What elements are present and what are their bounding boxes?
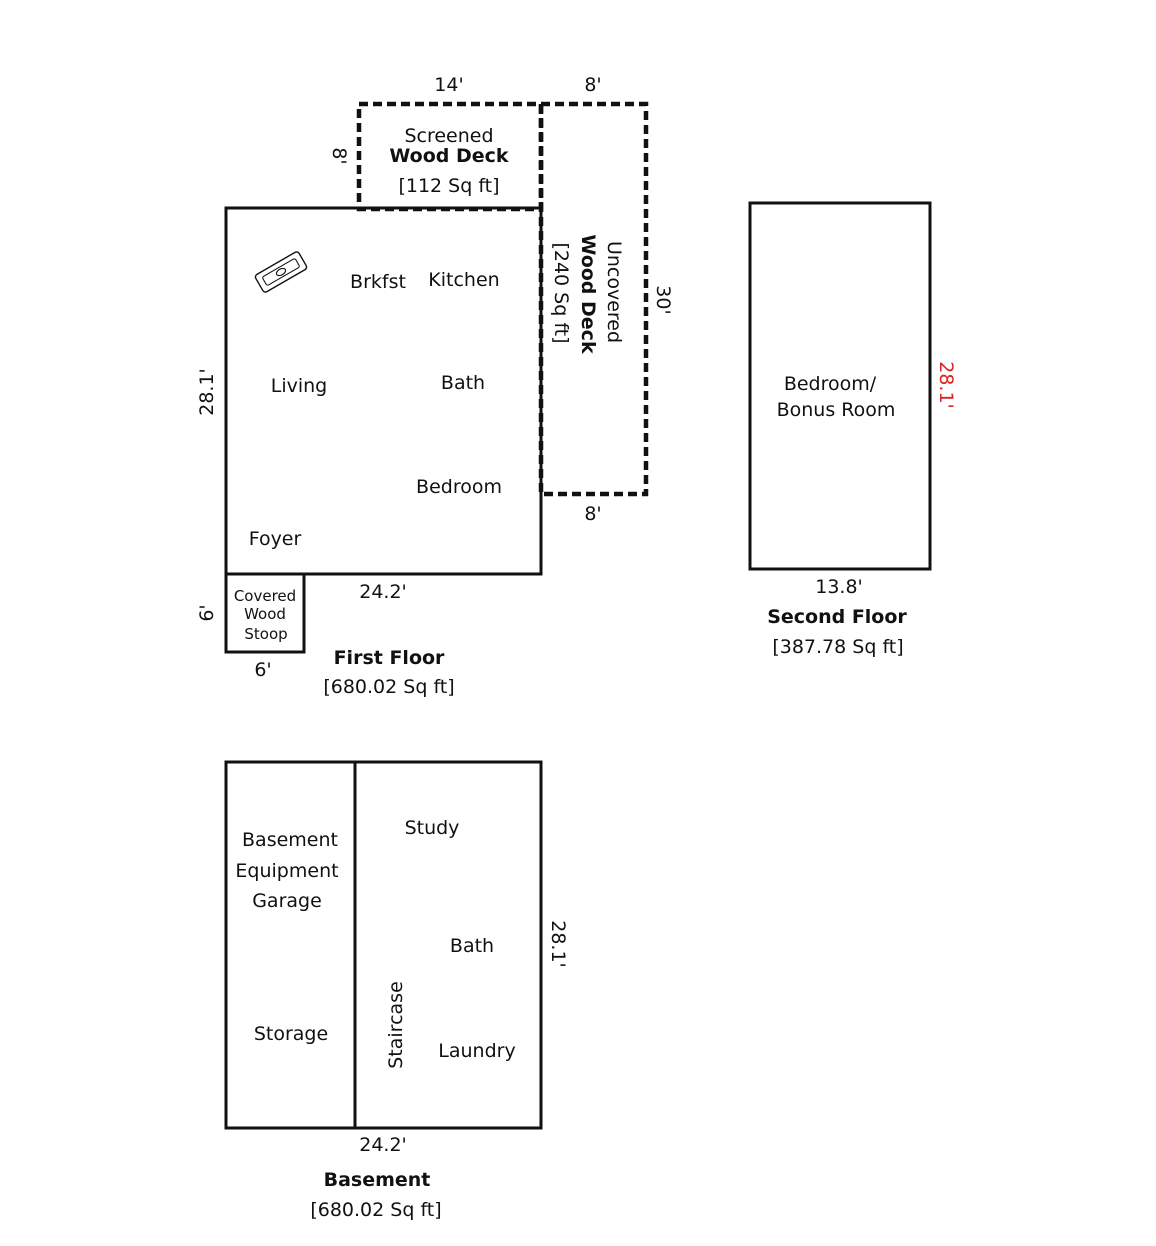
basement-title: Basement <box>324 1169 431 1191</box>
first-floor-title: First Floor <box>334 647 445 669</box>
uncovered-deck-width-bottom: 8' <box>584 503 601 525</box>
basement-width: 24.2' <box>359 1134 407 1156</box>
room-basement-label-1: Basement <box>242 829 338 851</box>
uncovered-deck-outline <box>538 101 649 497</box>
second-floor-area: [387.78 Sq ft] <box>772 636 903 658</box>
first-floor-outline <box>224 206 543 576</box>
screened-deck-label-1: Screened <box>404 125 493 147</box>
second-floor-title: Second Floor <box>767 606 907 628</box>
room-staircase: Staircase <box>385 981 407 1069</box>
stoop: Covered Wood Stoop 6' 6' <box>196 572 306 681</box>
room-living: Living <box>271 375 328 397</box>
room-bedroom-first: Bedroom <box>416 476 502 498</box>
room-laundry: Laundry <box>438 1040 515 1062</box>
uncovered-deck: 8' 8' 30' Uncovered Wood Deck [240 Sq ft… <box>538 74 674 525</box>
uncovered-deck-label-2: Wood Deck <box>577 234 599 354</box>
first-floor-area: [680.02 Sq ft] <box>323 676 454 698</box>
stoop-width: 6' <box>254 659 271 681</box>
second-floor-depth: 28.1' <box>935 361 957 409</box>
second-floor-outline <box>748 201 932 571</box>
first-floor: Brkfst Kitchen Living Bath Bedroom Foyer… <box>196 206 543 698</box>
stoop-depth: 6' <box>196 604 218 621</box>
screened-deck-width: 14' <box>434 74 463 96</box>
stoop-label-2: Wood <box>244 605 286 623</box>
second-floor: Bedroom/ Bonus Room 28.1' 13.8' Second F… <box>748 201 957 658</box>
basement-area: [680.02 Sq ft] <box>310 1199 441 1221</box>
room-breakfast: Brkfst <box>350 271 406 293</box>
screened-deck-depth: 8' <box>328 147 350 164</box>
room-study: Study <box>405 817 460 839</box>
room-basement-label-3: Garage <box>252 890 322 912</box>
uncovered-deck-length: 30' <box>652 285 674 314</box>
uncovered-deck-width-top: 8' <box>584 74 601 96</box>
room-bath-first: Bath <box>441 372 485 394</box>
basement-outline <box>224 760 543 1130</box>
stoop-outline <box>224 572 306 654</box>
room-storage: Storage <box>254 1023 328 1045</box>
basement: Basement Equipment Garage Storage Stairc… <box>224 760 569 1221</box>
basement-depth: 28.1' <box>547 920 569 968</box>
screened-deck-label-2: Wood Deck <box>389 145 509 167</box>
second-floor-room-2: Bonus Room <box>777 399 896 421</box>
screened-deck: 14' 8' Screened Wood Deck [112 Sq ft] <box>328 74 544 212</box>
uncovered-deck-area: [240 Sq ft] <box>550 242 572 343</box>
stoop-label-3: Stoop <box>244 625 287 643</box>
room-kitchen: Kitchen <box>428 269 499 291</box>
second-floor-width: 13.8' <box>815 576 863 598</box>
first-floor-width: 24.2' <box>359 581 407 603</box>
uncovered-deck-label-1: Uncovered <box>603 241 625 343</box>
second-floor-room-1: Bedroom/ <box>784 373 877 395</box>
stoop-label-1: Covered <box>234 587 296 605</box>
room-bath-basement: Bath <box>450 935 494 957</box>
screened-deck-area: [112 Sq ft] <box>398 175 499 197</box>
first-floor-depth: 28.1' <box>196 368 218 416</box>
room-basement-label-2: Equipment <box>235 860 338 882</box>
fireplace-icon <box>254 251 308 293</box>
room-foyer: Foyer <box>249 528 302 550</box>
